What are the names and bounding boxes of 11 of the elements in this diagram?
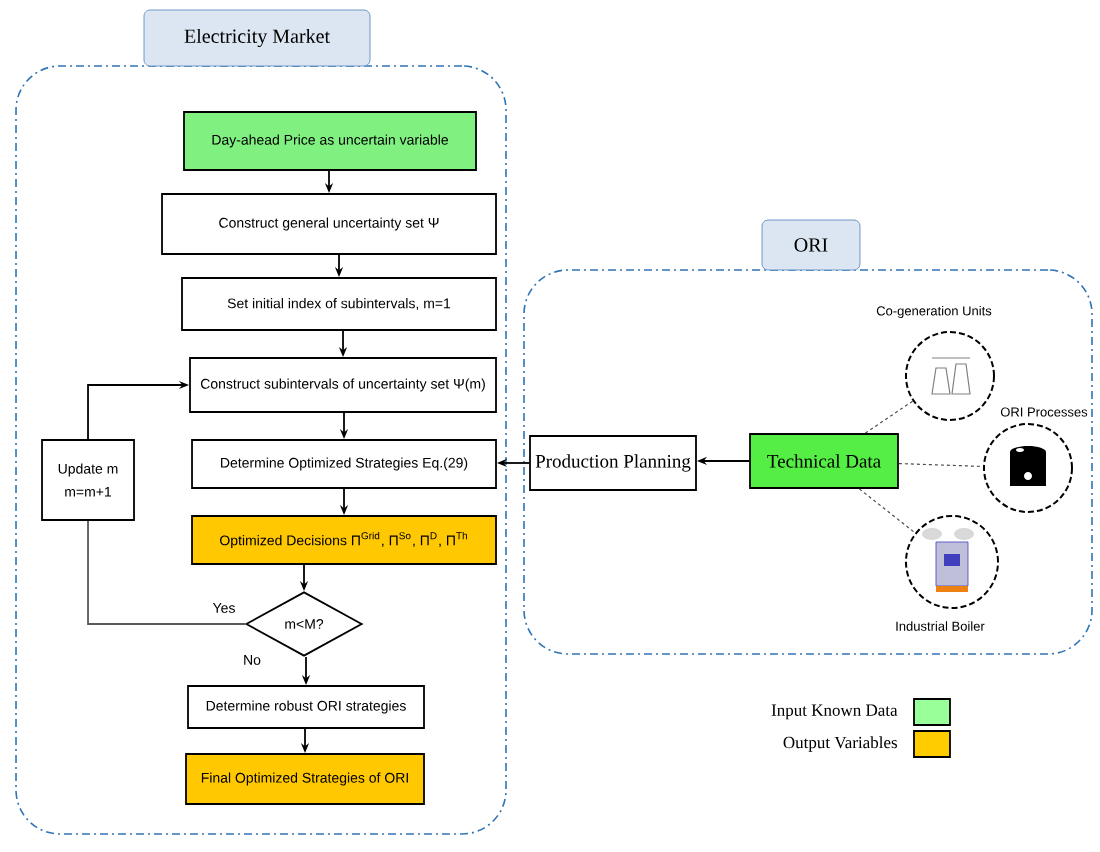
- node-label: ORI: [794, 238, 828, 252]
- legend-label: Output Variables: [783, 736, 897, 752]
- input-box: Technical Data: [749, 433, 899, 489]
- connector-line: [898, 462, 984, 468]
- connector-line: [864, 400, 914, 434]
- dashed-circle: [905, 331, 995, 421]
- connector-line: [858, 488, 916, 534]
- connector-line: [87, 520, 246, 625]
- legend-label: Input Known Data: [771, 704, 898, 720]
- process-box: Production Planning: [529, 435, 697, 491]
- node-label: Electricity Market: [184, 28, 330, 48]
